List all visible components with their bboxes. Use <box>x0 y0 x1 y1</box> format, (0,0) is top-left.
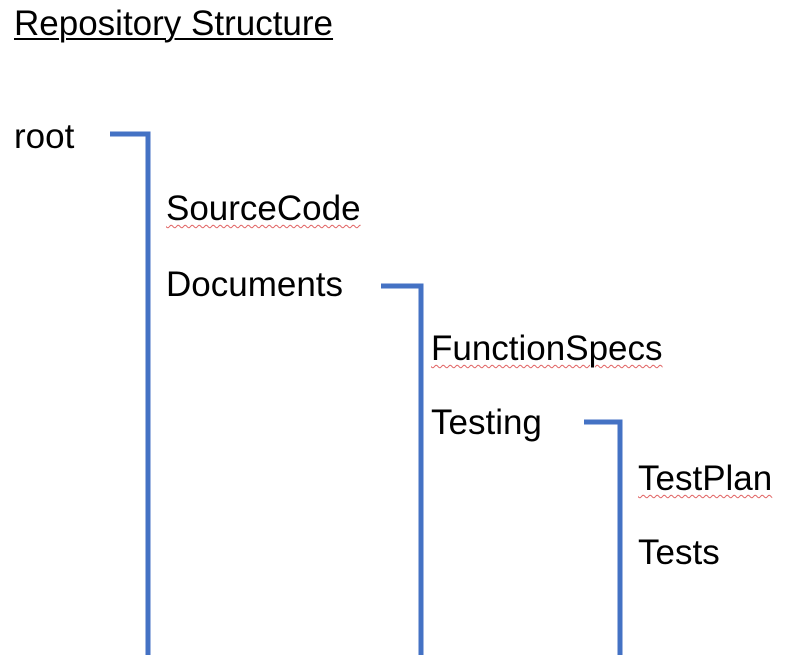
tree-node-testing: Testing <box>431 403 542 442</box>
root-connector-line <box>110 131 151 655</box>
tree-node-tests: Tests <box>638 533 720 572</box>
tree-node-documents: Documents <box>166 265 344 304</box>
documents-connector-line <box>381 283 424 655</box>
testing-connector-line <box>584 419 623 655</box>
diagram-title: Repository Structure <box>14 4 334 43</box>
tree-node-testplan: TestPlan <box>638 459 773 498</box>
tree-node-sourcecode: SourceCode <box>166 189 361 228</box>
tree-node-root: root <box>14 117 75 156</box>
tree-node-functionspecs: FunctionSpecs <box>431 329 663 368</box>
